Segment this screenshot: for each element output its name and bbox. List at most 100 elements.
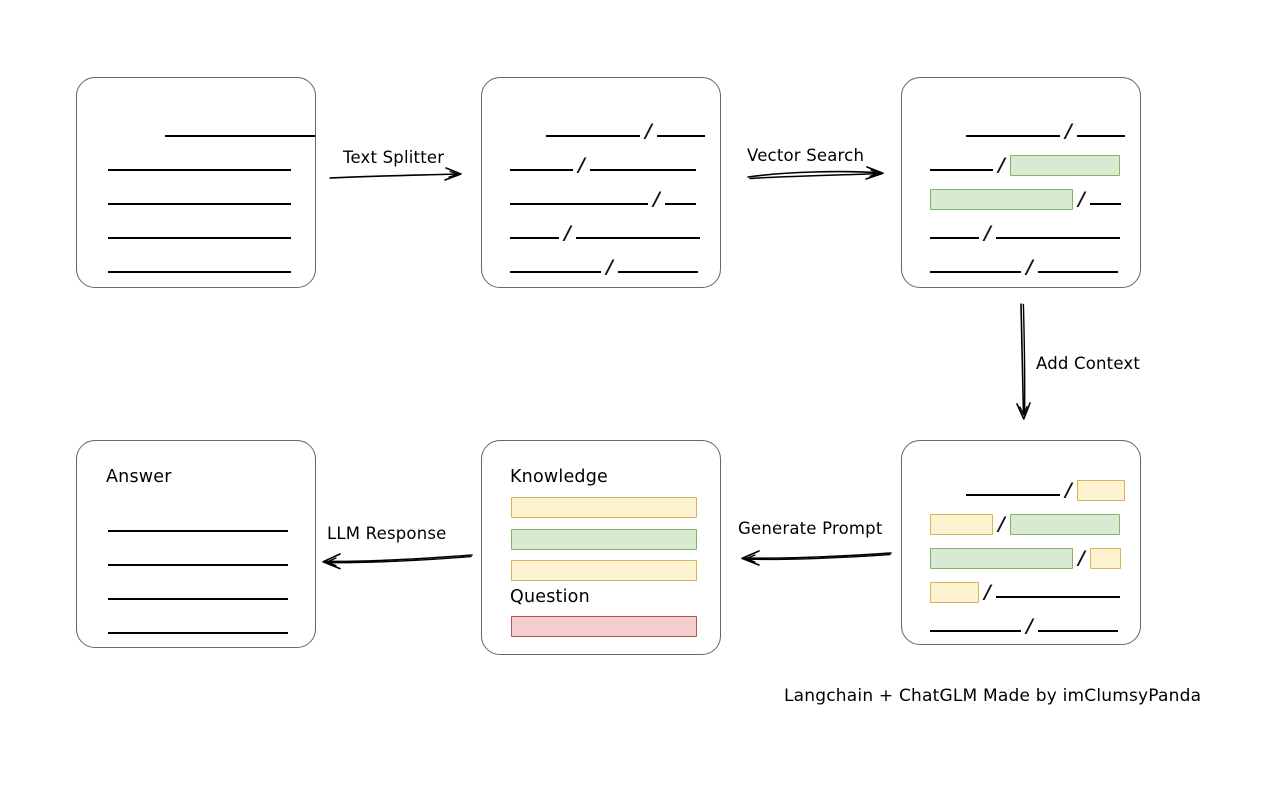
text-line xyxy=(546,134,640,137)
text-line xyxy=(966,134,1060,137)
highlight-chip-yellow xyxy=(930,582,979,603)
document-row: / xyxy=(930,535,1140,569)
highlight-chip-green xyxy=(930,548,1073,569)
text-line xyxy=(930,270,1021,273)
document-row: / xyxy=(930,210,1140,244)
text-line xyxy=(510,168,573,171)
text-line xyxy=(108,236,291,239)
document-row: / xyxy=(930,467,1140,501)
arrow-label-vector-search: Vector Search xyxy=(747,146,865,165)
document-row xyxy=(108,537,315,571)
document-row: / xyxy=(930,244,1140,278)
chunk-separator-slash: / xyxy=(606,256,613,278)
document-row: / xyxy=(930,603,1140,637)
source-document-rows xyxy=(77,108,315,278)
document-row: / xyxy=(510,108,720,142)
text-line xyxy=(930,629,1021,632)
text-line xyxy=(1076,134,1125,137)
text-line xyxy=(1037,629,1118,632)
chunk-separator-slash: / xyxy=(1026,615,1033,637)
text-line xyxy=(108,563,288,566)
question-heading: Question xyxy=(510,587,590,607)
knowledge-heading: Knowledge xyxy=(510,467,608,487)
chunk-separator-slash: / xyxy=(984,581,991,603)
chunk-separator-slash: / xyxy=(998,154,1005,176)
chunk-separator-slash: / xyxy=(578,154,585,176)
question-bar-1 xyxy=(511,616,697,637)
split-chunks-rows: / / / / / xyxy=(482,108,720,278)
document-row xyxy=(108,244,315,278)
chunk-separator-slash: / xyxy=(653,188,660,210)
answer-rows xyxy=(77,503,315,639)
text-line xyxy=(108,270,291,273)
text-line xyxy=(656,134,705,137)
highlight-chip-green xyxy=(1009,514,1120,535)
text-line xyxy=(108,529,288,532)
document-row: / xyxy=(510,176,720,210)
document-row xyxy=(108,571,315,605)
document-row: / xyxy=(510,142,720,176)
box-vector-matched-chunks: / / / / / xyxy=(901,77,1141,288)
text-line xyxy=(995,595,1120,598)
highlight-chip-green xyxy=(930,189,1073,210)
highlight-chip-yellow xyxy=(930,514,993,535)
document-row xyxy=(108,176,315,210)
chunk-separator-slash: / xyxy=(1065,120,1072,142)
text-line xyxy=(1089,202,1121,205)
document-row: / xyxy=(930,569,1140,603)
box-answer: Answer xyxy=(76,440,316,648)
text-line xyxy=(966,493,1060,496)
document-row: / xyxy=(930,501,1140,535)
box-prompt: Knowledge Question xyxy=(481,440,721,655)
chunk-separator-slash: / xyxy=(564,222,571,244)
text-line xyxy=(164,134,315,137)
arrow-text-splitter xyxy=(329,167,462,181)
arrow-label-llm-response: LLM Response xyxy=(327,524,447,543)
text-line xyxy=(995,236,1120,239)
highlight-chip-green xyxy=(1009,155,1120,176)
chunk-separator-slash: / xyxy=(1065,479,1072,501)
vector-matched-rows: / / / / / xyxy=(902,108,1140,278)
diagram-caption: Langchain + ChatGLM Made by imClumsyPand… xyxy=(784,686,1202,706)
highlight-chip-yellow xyxy=(1076,480,1125,501)
arrow-label-generate-prompt: Generate Prompt xyxy=(738,519,883,538)
answer-heading: Answer xyxy=(106,467,172,487)
text-line xyxy=(108,597,288,600)
arrow-label-add-context: Add Context xyxy=(1036,354,1141,373)
document-row: / xyxy=(510,210,720,244)
document-row: / xyxy=(930,142,1140,176)
text-line xyxy=(510,236,559,239)
document-row xyxy=(108,210,315,244)
knowledge-bar-3 xyxy=(511,560,697,581)
box-split-chunks: / / / / / xyxy=(481,77,721,288)
context-added-rows: ///// xyxy=(902,467,1140,637)
chunk-separator-slash: / xyxy=(1026,256,1033,278)
text-line xyxy=(510,202,648,205)
arrow-generate-prompt xyxy=(741,550,892,566)
text-line xyxy=(664,202,696,205)
text-line xyxy=(589,168,696,171)
box-context-added-chunks: ///// xyxy=(901,440,1141,645)
document-row: / xyxy=(510,244,720,278)
arrow-llm-response xyxy=(322,553,473,570)
document-row xyxy=(108,142,315,176)
chunk-separator-slash: / xyxy=(998,513,1005,535)
arrow-vector-search xyxy=(747,166,884,180)
document-row xyxy=(108,503,315,537)
text-line xyxy=(930,168,993,171)
knowledge-bar-2 xyxy=(511,529,697,550)
text-line xyxy=(617,270,698,273)
text-line xyxy=(510,270,601,273)
arrow-label-text-splitter: Text Splitter xyxy=(343,148,445,167)
highlight-chip-yellow xyxy=(1089,548,1121,569)
document-row: / xyxy=(930,176,1140,210)
chunk-separator-slash: / xyxy=(1078,188,1085,210)
box-source-document xyxy=(76,77,316,288)
arrow-add-context xyxy=(1016,303,1031,420)
knowledge-bar-1 xyxy=(511,497,697,518)
chunk-separator-slash: / xyxy=(984,222,991,244)
text-line xyxy=(108,168,291,171)
text-line xyxy=(575,236,700,239)
document-row xyxy=(108,605,315,639)
